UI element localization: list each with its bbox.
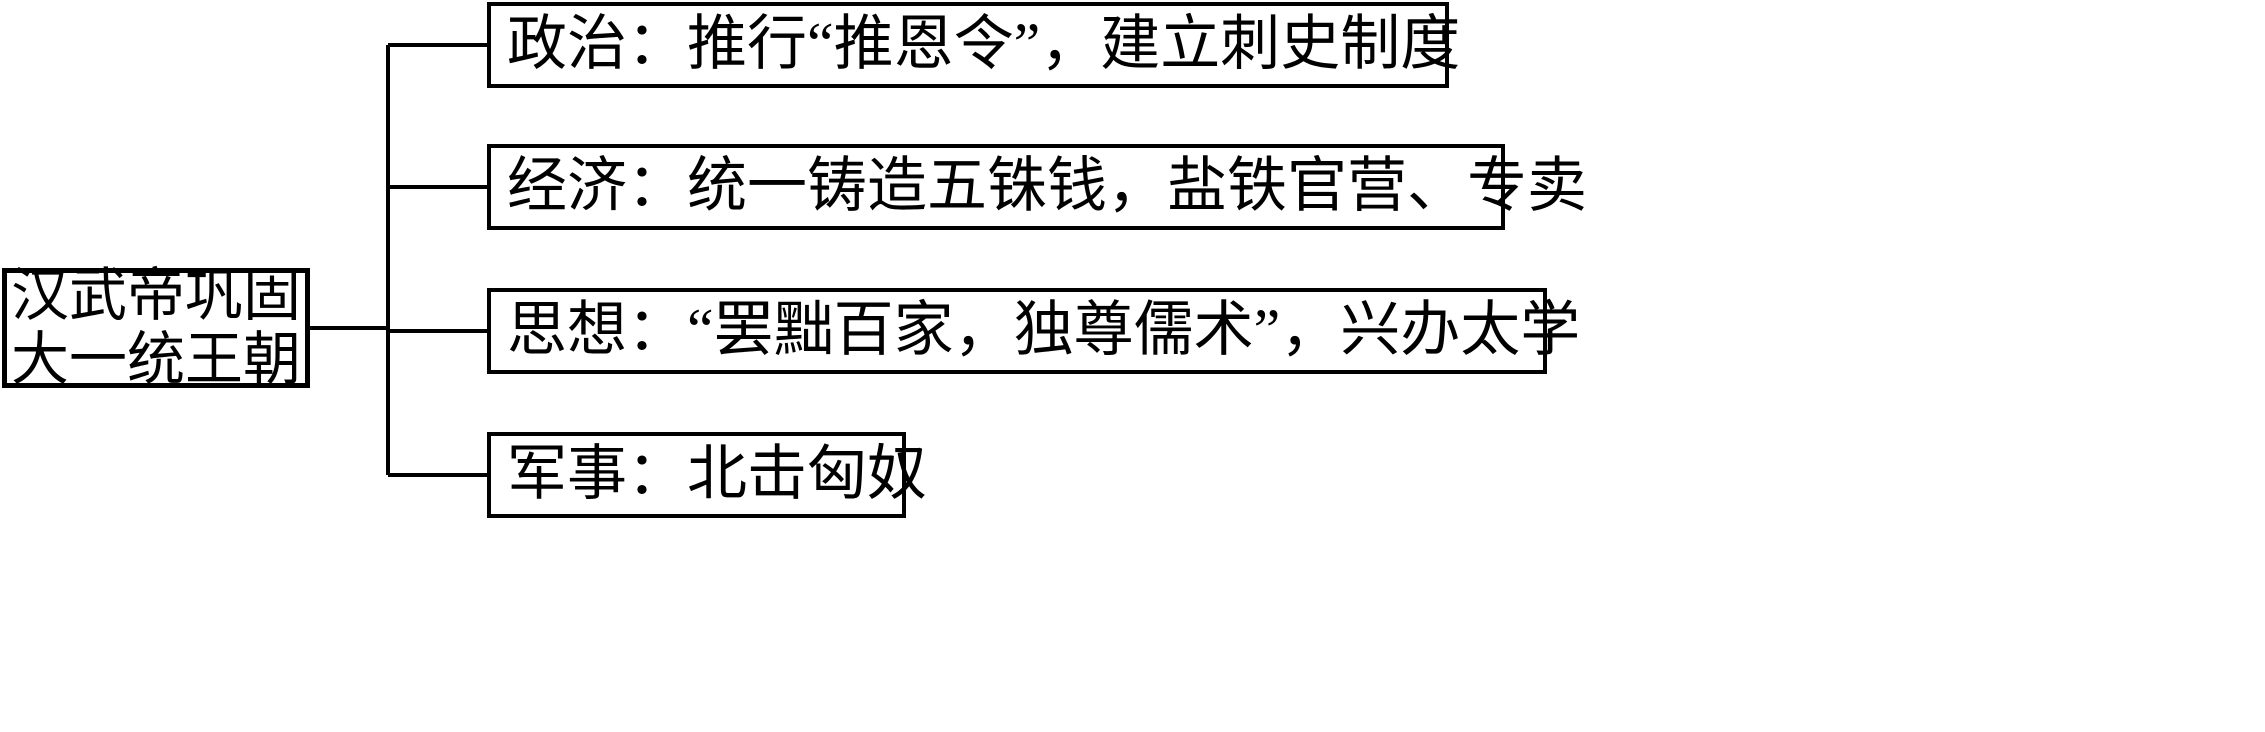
branch-node-politics-label: 政治：推行“推恩令”，建立刺史制度 [507, 11, 1461, 78]
branch-node-ideology[interactable]: 思想：“罢黜百家，独尊儒术”，兴办太学 [487, 288, 1580, 374]
branch-node-military-label: 军事：北击匈奴 [507, 441, 927, 508]
branch-node-military[interactable]: 军事：北击匈奴 [487, 432, 927, 518]
root-node-line-1: 汉武帝巩固 [10, 263, 301, 329]
branch-node-economy[interactable]: 经济：统一铸造五铢钱，盐铁官营、专卖 [487, 144, 1587, 230]
branch-node-politics[interactable]: 政治：推行“推恩令”，建立刺史制度 [487, 2, 1460, 88]
branch-node-ideology-label: 思想：“罢黜百家，独尊儒术”，兴办太学 [507, 297, 1581, 364]
root-node-label: 汉武帝巩固大一统王朝 [11, 264, 301, 392]
branch-node-economy-label: 经济：统一铸造五铢钱，盐铁官营、专卖 [507, 153, 1587, 220]
root-node-line-2: 大一统王朝 [10, 327, 301, 392]
root-node[interactable]: 汉武帝巩固大一统王朝 [2, 264, 310, 391]
